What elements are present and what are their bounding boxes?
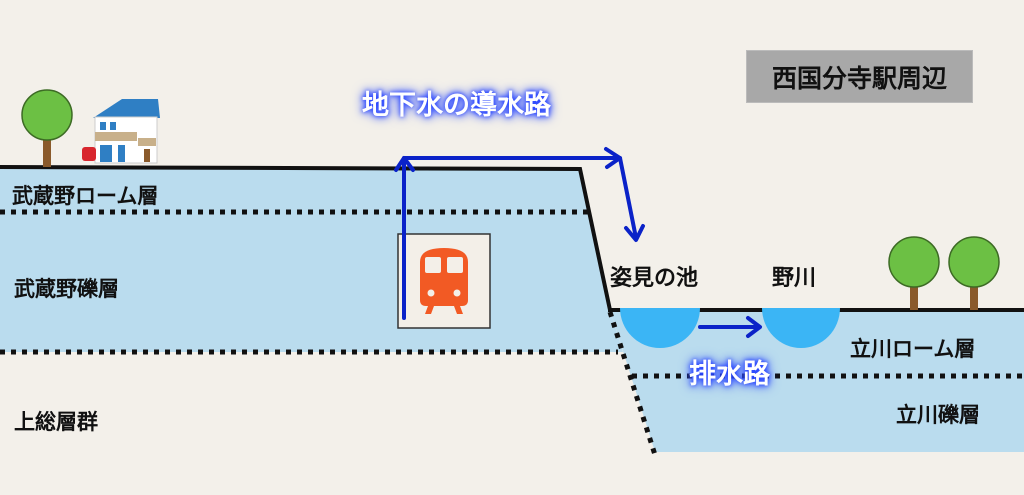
drain-arrow bbox=[698, 316, 762, 338]
drain-label: 排水路 bbox=[689, 359, 770, 390]
ground-surface-upper bbox=[0, 165, 612, 311]
train-icon bbox=[420, 248, 468, 314]
location-label: 西国分寺駅周辺 bbox=[746, 50, 973, 103]
tree-icon bbox=[888, 236, 940, 310]
slope-boundary-dotted bbox=[607, 311, 658, 456]
conduit-label: 地下水の導水路 bbox=[362, 90, 551, 121]
pond-label: 姿見の池 bbox=[610, 266, 699, 291]
layer-label-tachikawa-gravel: 立川礫層 bbox=[896, 403, 980, 427]
house-icon bbox=[82, 99, 160, 164]
layer-label-musashino-loam: 武蔵野ローム層 bbox=[12, 184, 159, 208]
river-label: 野川 bbox=[772, 266, 817, 291]
lower-terrace-layers bbox=[610, 310, 1024, 452]
layer-label-tachikawa-loam: 立川ローム層 bbox=[850, 337, 976, 361]
layer-label-kazusa: 上総層群 bbox=[14, 410, 98, 434]
tree-icon bbox=[948, 236, 1000, 310]
tree-icon bbox=[21, 89, 73, 167]
layer-label-musashino-gravel: 武蔵野礫層 bbox=[14, 277, 119, 301]
pond-sugatami bbox=[620, 308, 700, 348]
conduit-arrow bbox=[394, 147, 645, 320]
river-nogawa bbox=[762, 308, 840, 348]
